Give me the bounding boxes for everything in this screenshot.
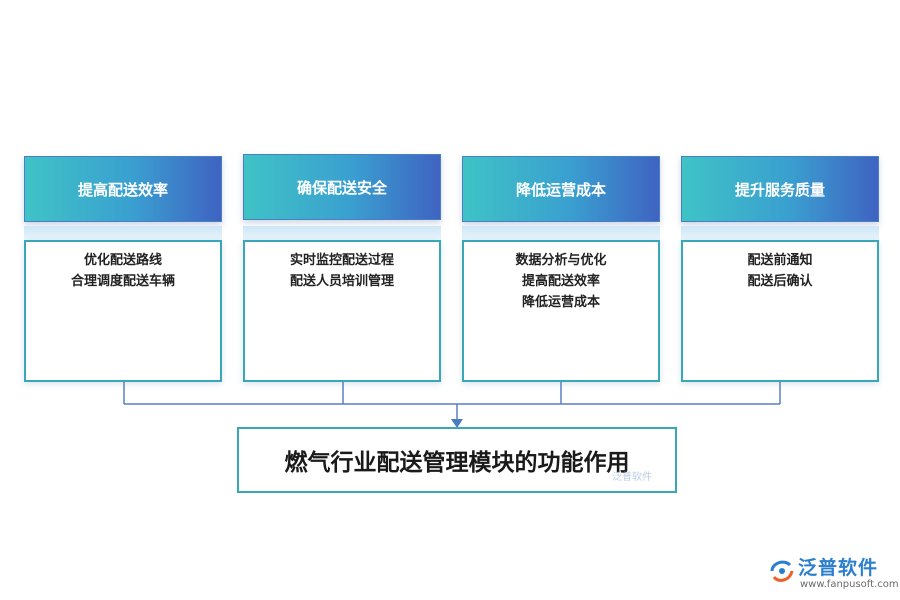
main-title-box: 燃气行业配送管理模块的功能作用 — [237, 427, 677, 493]
brand-logo: 泛普软件 www.fanpusoft.com — [768, 553, 899, 593]
column-4-item: 配送前通知 — [747, 253, 813, 268]
brand-logo-icon — [770, 560, 794, 582]
column-4-item: 配送后确认 — [747, 274, 813, 289]
column-3-strip — [462, 226, 660, 240]
column-3-item: 数据分析与优化 — [515, 253, 607, 268]
column-1-title: 提高配送效率 — [24, 156, 222, 222]
connector-arrow — [451, 419, 463, 428]
column-1-body: 优化配送路线 合理调度配送车辆 — [24, 240, 222, 382]
brand-name: 泛普软件 — [798, 557, 879, 579]
column-3-title: 降低运营成本 — [462, 156, 660, 222]
column-2-title: 确保配送安全 — [243, 154, 441, 220]
column-2-item: 配送人员培训管理 — [289, 274, 394, 289]
column-2-strip — [243, 226, 441, 240]
column-3-item: 提高配送效率 — [521, 274, 600, 289]
column-1-item: 合理调度配送车辆 — [70, 274, 175, 289]
brand-url: www.fanpusoft.com — [800, 579, 899, 590]
column-3-item: 降低运营成本 — [521, 295, 600, 310]
main-title: 燃气行业配送管理模块的功能作用 — [284, 450, 630, 476]
column-4-title: 提升服务质量 — [681, 156, 879, 222]
column-3-body: 数据分析与优化 提高配送效率 降低运营成本 — [462, 240, 660, 382]
column-1-item: 优化配送路线 — [83, 253, 162, 268]
column-1-strip — [24, 226, 222, 240]
column-2-item: 实时监控配送过程 — [289, 253, 394, 268]
column-4-body: 配送前通知 配送后确认 — [681, 240, 879, 382]
column-2-body: 实时监控配送过程 配送人员培训管理 — [243, 240, 441, 382]
watermark-small: 泛普软件 — [612, 472, 652, 483]
column-4-strip — [681, 226, 879, 240]
